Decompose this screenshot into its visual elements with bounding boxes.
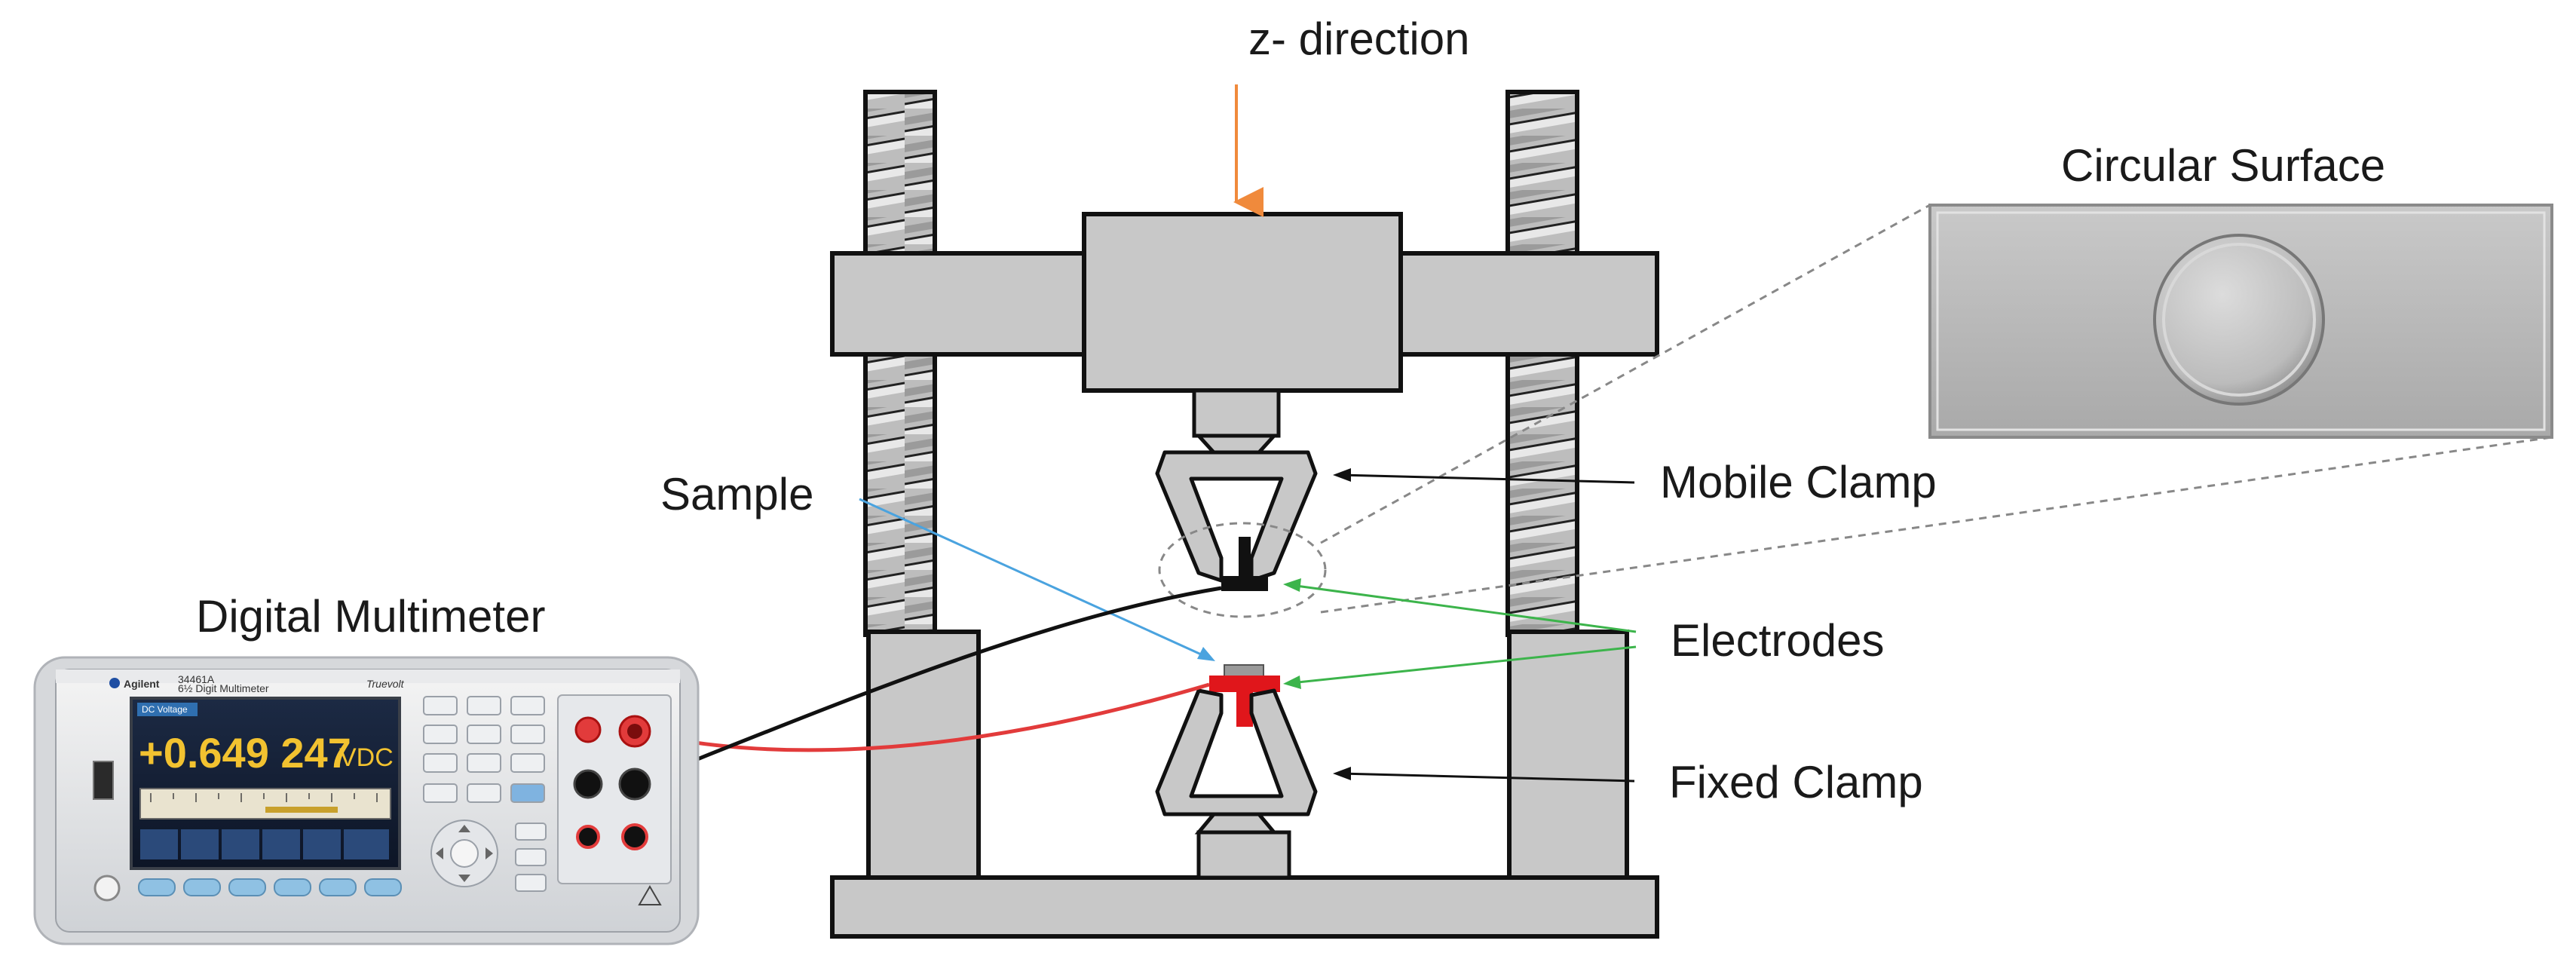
- zoom-region-ellipse: [1158, 522, 1327, 618]
- multimeter-model-subtitle: 6½ Digit Multimeter: [178, 682, 269, 694]
- function-keys[interactable]: [423, 696, 545, 803]
- zoom-guide-line-top: [1320, 204, 1931, 544]
- left-threaded-column: [863, 90, 937, 637]
- usb-port: [93, 761, 114, 800]
- softkey-4[interactable]: [274, 878, 311, 896]
- screen-softkey-labels: [140, 829, 389, 859]
- disc-highlight: [2162, 243, 2316, 397]
- fixed-clamp-pointer-line: [1340, 772, 1635, 783]
- fixed-clamp-arrowhead: [1333, 767, 1351, 780]
- softkey-5[interactable]: [319, 878, 357, 896]
- mobile-clamp-label: Mobile Clamp: [1660, 457, 1937, 507]
- bar-graph-ticks: [150, 793, 378, 802]
- mobile-clamp-pointer-line: [1340, 473, 1635, 484]
- circular-surface-label: Circular Surface: [2061, 140, 2385, 191]
- sample-arrowhead: [1197, 647, 1215, 661]
- softkey-2[interactable]: [183, 878, 221, 896]
- terminal-lo-sense[interactable]: [573, 769, 603, 799]
- input-terminals: [557, 694, 672, 905]
- bottom-electrode-plate: [1209, 676, 1280, 692]
- right-lower-post: [1507, 630, 1629, 884]
- black-wire: [634, 586, 1222, 786]
- terminal-hi-sense[interactable]: [574, 716, 602, 743]
- upper-shaft: [1192, 388, 1281, 438]
- upper-shaft-neck: [1194, 434, 1279, 455]
- lower-shaft: [1196, 830, 1291, 880]
- electrodes-label: Electrodes: [1671, 615, 1884, 666]
- electrode-arrowhead-bottom: [1283, 676, 1301, 689]
- digital-multimeter-label: Digital Multimeter: [196, 591, 545, 642]
- panel-bevel: [1936, 211, 2546, 431]
- sample-label: Sample: [660, 469, 813, 519]
- terminal-current[interactable]: [621, 823, 648, 850]
- mobile-clamp-arrowhead: [1333, 468, 1351, 482]
- softkey-6[interactable]: [364, 878, 402, 896]
- electrode-pointer-line-bottom: [1290, 645, 1637, 685]
- softkey-3[interactable]: [228, 878, 266, 896]
- bar-graph-fill: [265, 807, 338, 813]
- sample-pointer-line: [859, 498, 1208, 659]
- mobile-clamp-shape: [1155, 450, 1318, 583]
- multimeter-brand: Agilent: [124, 678, 160, 690]
- bottom-electrode-stem: [1236, 691, 1253, 727]
- softkey-row[interactable]: [138, 878, 402, 896]
- multimeter-top-edge: [56, 669, 680, 683]
- top-electrode: [1221, 576, 1268, 591]
- base-plate: [830, 875, 1659, 939]
- z-direction-label: z- direction: [1248, 14, 1469, 64]
- electrode-pointer-line-top: [1290, 584, 1637, 633]
- power-button[interactable]: [93, 875, 121, 902]
- softkey-1[interactable]: [138, 878, 176, 896]
- multimeter-series: Truevolt: [366, 678, 405, 690]
- circular-surface-disc: [2153, 234, 2325, 406]
- electrode-arrowhead-top: [1283, 578, 1301, 592]
- warning-triangle-icon: [638, 885, 662, 905]
- zoom-guide-line-bottom: [1320, 436, 2553, 614]
- bottom-electrode-backing: [1224, 664, 1264, 678]
- terminal-current-low[interactable]: [576, 825, 600, 849]
- right-threaded-column: [1505, 90, 1579, 637]
- multimeter-reading: +0.649 247: [139, 729, 351, 777]
- brand-logo-icon: [109, 678, 120, 688]
- left-lower-post: [866, 630, 981, 884]
- fixed-clamp-label: Fixed Clamp: [1669, 757, 1923, 807]
- right-keys[interactable]: [515, 823, 547, 892]
- multimeter-model: 34461A: [178, 673, 215, 685]
- bar-graph-scale: [139, 788, 391, 820]
- multimeter-mode: DC Voltage: [142, 704, 188, 715]
- mode-tab: [137, 703, 198, 716]
- crosshead-block: [1082, 212, 1403, 393]
- digital-multimeter: Agilent 34461A 6½ Digit Multimeter Truev…: [33, 656, 700, 945]
- terminal-lo-input[interactable]: [618, 767, 651, 801]
- navigation-pad[interactable]: [430, 820, 498, 887]
- sample-rod: [1239, 537, 1251, 587]
- multimeter-unit: VDC: [339, 743, 394, 772]
